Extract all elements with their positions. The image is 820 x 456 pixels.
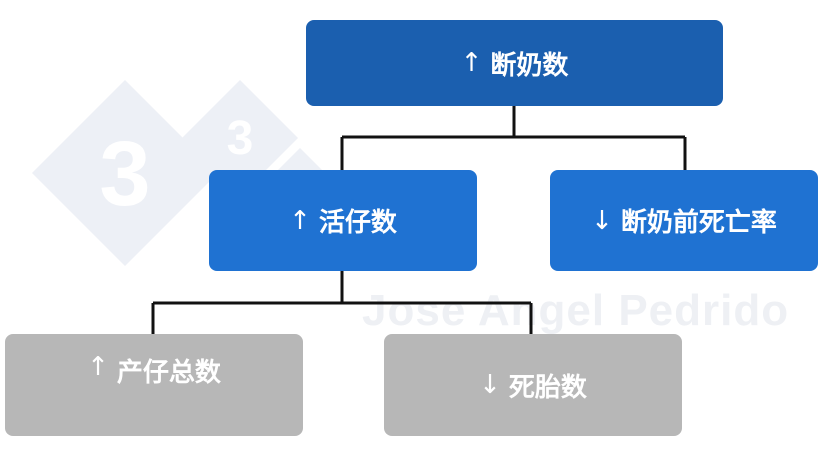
arrow-up-icon: ↑ (87, 352, 109, 382)
node-label: 断奶数 (490, 50, 569, 81)
node-live-born: ↑ 活仔数 (209, 170, 477, 271)
watermark-credit: Jose Angel Pedrido (362, 286, 790, 335)
arrow-down-icon: ↓ (591, 205, 613, 236)
arrow-down-icon: ↓ (479, 370, 501, 400)
node-total-born: ↑ 产仔总数 (5, 334, 303, 436)
node-label: 活仔数 (318, 208, 397, 238)
node-label: 死胎数 (508, 372, 587, 403)
arrow-up-icon: ↑ (460, 48, 483, 78)
node-stillborn: ↓ 死胎数 (384, 334, 682, 436)
arrow-up-icon: ↑ (289, 205, 311, 236)
node-weaned-count: ↑ 断奶数 (306, 20, 723, 106)
node-preweaning-mortality: ↓ 断奶前死亡率 (550, 170, 818, 271)
node-label: 断奶前死亡率 (620, 208, 777, 238)
node-label: 产仔总数 (116, 358, 221, 388)
